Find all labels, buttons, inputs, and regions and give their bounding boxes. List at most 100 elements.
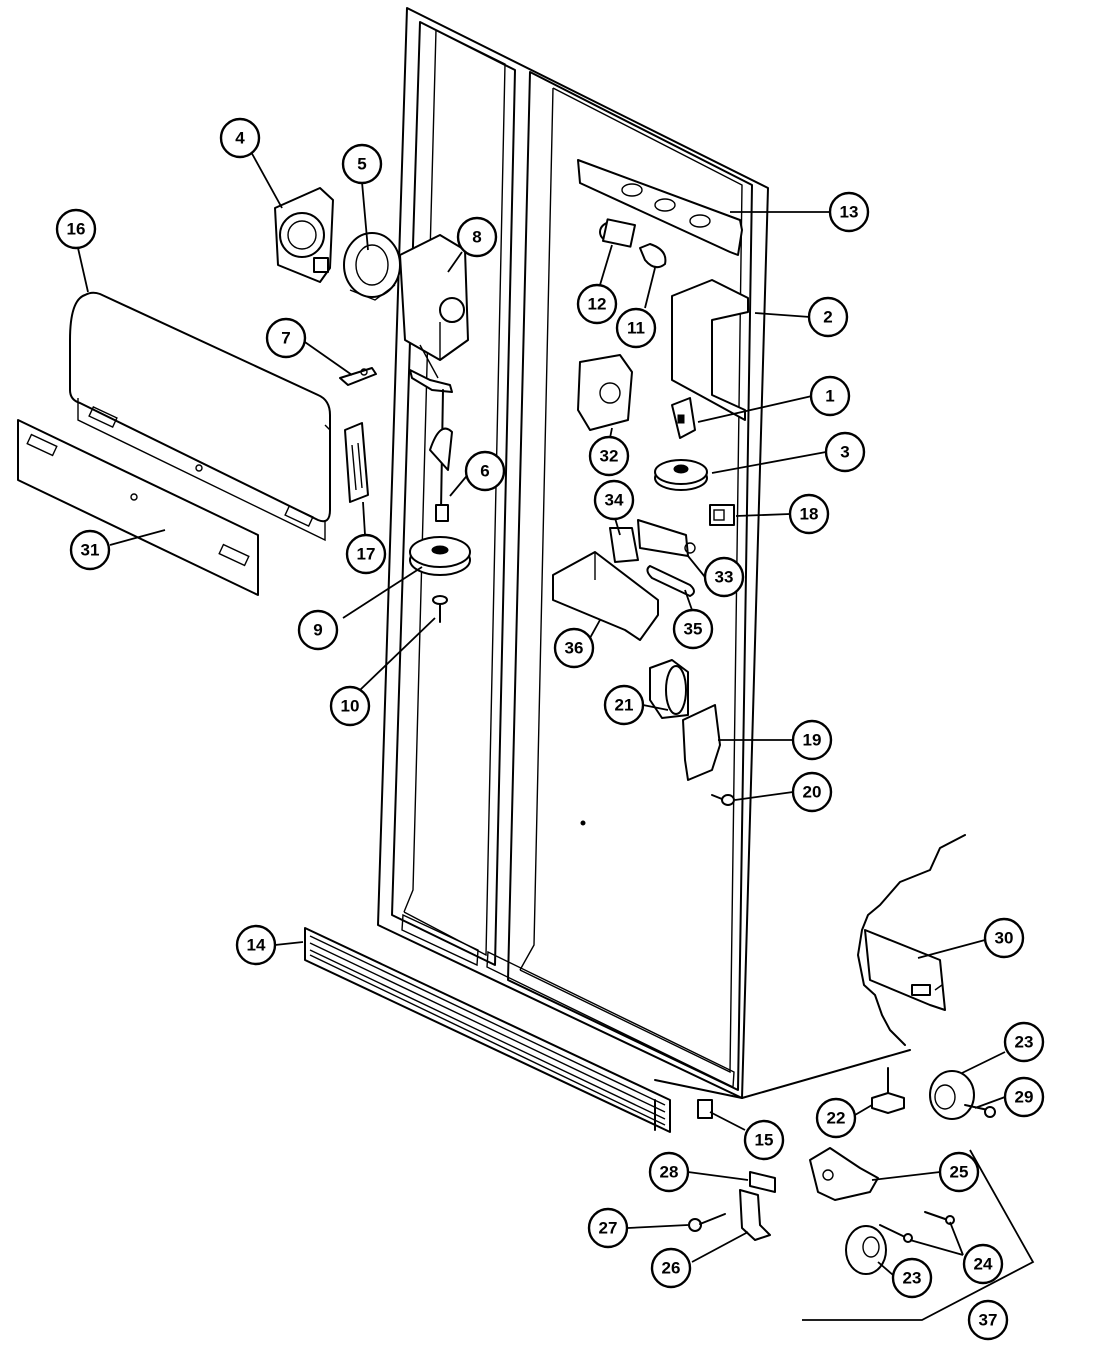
callout-27: 27 bbox=[587, 1207, 629, 1249]
svg-text:34: 34 bbox=[605, 491, 624, 510]
leader-26 bbox=[691, 1231, 749, 1263]
svg-text:36: 36 bbox=[565, 639, 584, 658]
control-housing-part bbox=[671, 279, 749, 421]
callout-6: 6 bbox=[464, 450, 506, 492]
leader-12 bbox=[599, 244, 613, 286]
svg-text:17: 17 bbox=[357, 545, 376, 564]
leader-11 bbox=[644, 267, 656, 309]
roller-bracket-part bbox=[809, 1147, 879, 1201]
svg-text:23: 23 bbox=[903, 1269, 922, 1288]
light-bracket-part bbox=[577, 159, 743, 256]
leader-27 bbox=[627, 1224, 689, 1229]
leader-3 bbox=[711, 451, 827, 474]
callout-20: 20 bbox=[791, 771, 833, 813]
svg-text:12: 12 bbox=[588, 295, 607, 314]
svg-text:2: 2 bbox=[823, 308, 832, 327]
control-knob-part bbox=[654, 459, 708, 491]
svg-text:24: 24 bbox=[974, 1255, 993, 1274]
roller-part-lower bbox=[845, 1225, 887, 1275]
callout-13: 13 bbox=[828, 191, 870, 233]
leader-24b bbox=[949, 1221, 964, 1256]
leader-20 bbox=[734, 791, 794, 801]
svg-text:29: 29 bbox=[1015, 1088, 1034, 1107]
svg-text:1: 1 bbox=[825, 387, 834, 406]
svg-text:28: 28 bbox=[660, 1163, 679, 1182]
disc-part bbox=[409, 536, 471, 576]
svg-text:20: 20 bbox=[803, 783, 822, 802]
leader-31 bbox=[109, 529, 166, 546]
svg-text:27: 27 bbox=[599, 1219, 618, 1238]
svg-text:33: 33 bbox=[715, 568, 734, 587]
callout-7: 7 bbox=[265, 317, 307, 359]
leader-24 bbox=[909, 1239, 964, 1256]
leveling-leg-part bbox=[871, 1067, 905, 1114]
svg-text:14: 14 bbox=[247, 936, 266, 955]
screw-part-20 bbox=[711, 794, 735, 806]
svg-text:25: 25 bbox=[950, 1163, 969, 1182]
sensor-tube-part bbox=[646, 565, 695, 597]
callout-4: 4 bbox=[219, 117, 261, 159]
callout-5: 5 bbox=[341, 143, 383, 185]
svg-text:6: 6 bbox=[480, 462, 489, 481]
clip-part-15 bbox=[697, 1099, 713, 1119]
callout-36: 36 bbox=[553, 627, 595, 669]
callout-12: 12 bbox=[576, 283, 618, 325]
roller-part-upper bbox=[929, 1070, 975, 1120]
pin-part-24 bbox=[879, 1211, 955, 1243]
svg-text:15: 15 bbox=[755, 1131, 774, 1150]
pin-part-29 bbox=[964, 1104, 996, 1118]
callout-31: 31 bbox=[69, 529, 111, 571]
base-grille-part bbox=[304, 927, 671, 1133]
callout-19: 19 bbox=[791, 719, 833, 761]
plate-part-28 bbox=[749, 1171, 776, 1193]
callout-18: 18 bbox=[788, 493, 830, 535]
svg-text:19: 19 bbox=[803, 731, 822, 750]
callout-30: 30 bbox=[983, 917, 1025, 959]
callout-22: 22 bbox=[815, 1097, 857, 1139]
svg-text:31: 31 bbox=[81, 541, 100, 560]
leader-22 bbox=[854, 1104, 873, 1116]
svg-text:13: 13 bbox=[840, 203, 859, 222]
callout-11: 11 bbox=[615, 307, 657, 349]
callout-15: 15 bbox=[743, 1119, 785, 1161]
leader-14 bbox=[274, 941, 304, 946]
gasket-part bbox=[649, 659, 689, 719]
leader-29 bbox=[974, 1096, 1006, 1109]
callout-2: 2 bbox=[807, 296, 849, 338]
callout-34: 34 bbox=[593, 479, 635, 521]
motor-part bbox=[343, 232, 401, 301]
leader-lines bbox=[77, 149, 1006, 1276]
callout-28: 28 bbox=[648, 1151, 690, 1193]
callout-16: 16 bbox=[55, 208, 97, 250]
svg-text:23: 23 bbox=[1015, 1033, 1034, 1052]
svg-text:3: 3 bbox=[840, 443, 849, 462]
cabinet-body bbox=[377, 7, 911, 1099]
bracket-part-19 bbox=[682, 704, 721, 781]
motor-housing-part bbox=[274, 187, 334, 283]
callout-14: 14 bbox=[235, 924, 277, 966]
svg-text:37: 37 bbox=[979, 1311, 998, 1330]
svg-text:22: 22 bbox=[827, 1109, 846, 1128]
svg-text:11: 11 bbox=[627, 319, 645, 338]
leader-5 bbox=[361, 181, 369, 251]
light-bulb-part bbox=[639, 243, 667, 269]
leader-2 bbox=[754, 312, 811, 318]
switch-part-18 bbox=[709, 504, 735, 526]
leader-23b bbox=[877, 1261, 894, 1276]
callout-26: 26 bbox=[650, 1247, 692, 1289]
leader-36 bbox=[589, 619, 601, 639]
callout-23-upper: 23 bbox=[1003, 1021, 1045, 1063]
control-cover-part bbox=[552, 551, 659, 641]
svg-text:9: 9 bbox=[313, 621, 322, 640]
svg-text:5: 5 bbox=[357, 155, 366, 174]
svg-text:7: 7 bbox=[281, 329, 290, 348]
thermostat-part bbox=[671, 397, 696, 439]
rail-part-30 bbox=[857, 834, 966, 1046]
screw-part-27 bbox=[688, 1213, 726, 1232]
callout-8: 8 bbox=[456, 216, 498, 258]
dispenser-cover-part bbox=[69, 291, 331, 542]
leader-4 bbox=[249, 149, 283, 209]
svg-text:4: 4 bbox=[235, 129, 245, 148]
defrost-timer-part bbox=[577, 354, 633, 431]
